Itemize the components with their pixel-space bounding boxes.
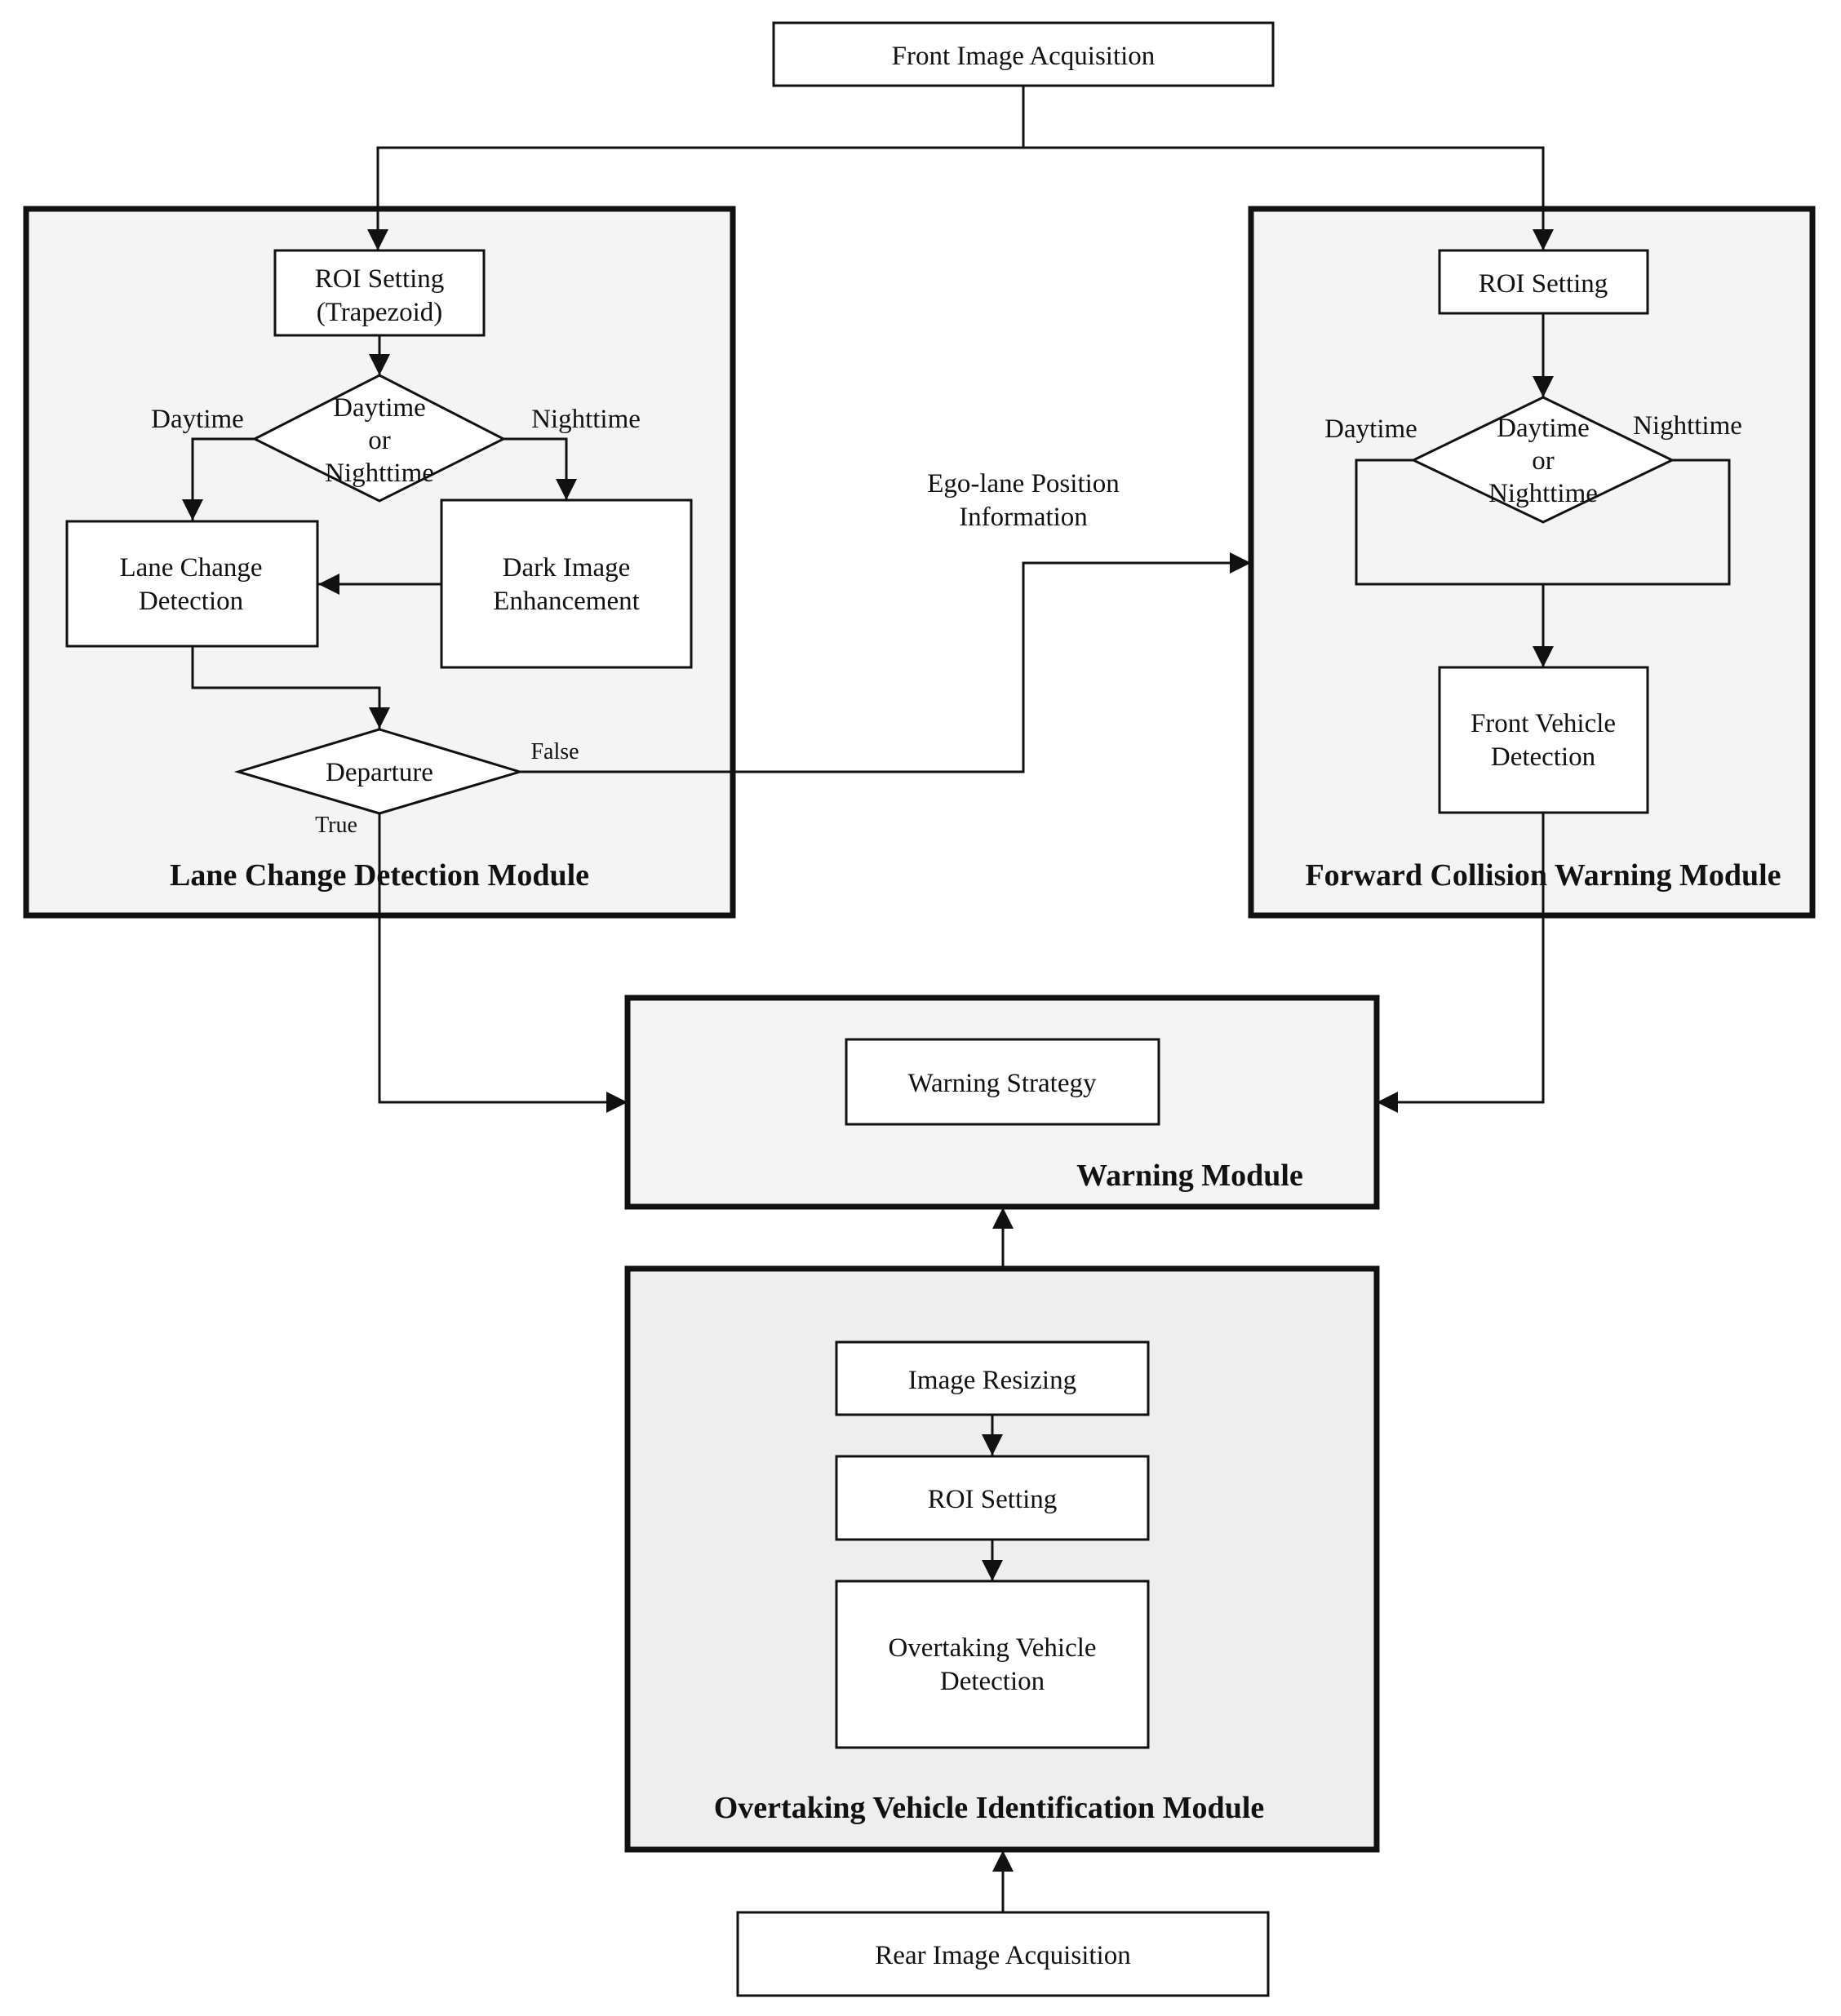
lane-change-detection-label-line1: Lane Change xyxy=(119,553,262,583)
edge-front-image-to-fcw-roi xyxy=(1023,146,1554,250)
dark-image-enhancement-box xyxy=(440,498,693,669)
warning-strategy-box xyxy=(845,1038,1160,1126)
fcw-nighttime-edge-label: Nighttime xyxy=(1633,411,1742,441)
lcd-daytime-edge-label: Daytime xyxy=(151,405,244,434)
front-image-acquisition-box xyxy=(772,21,1275,87)
edge-lcd-nighttime xyxy=(504,437,577,500)
departure-true-edge-label: True xyxy=(315,813,357,838)
overtaking-vehicle-detection-box xyxy=(835,1580,1150,1749)
edge-front-image-split xyxy=(367,86,1025,250)
fcw-daynight-label-line3: Nighttime xyxy=(1488,479,1598,508)
edge-lcd-daytime xyxy=(182,437,255,521)
image-resizing-box xyxy=(835,1340,1150,1416)
lcd-roi-setting-sublabel: (Trapezoid) xyxy=(317,298,443,327)
rear-image-acquisition-box xyxy=(736,1911,1270,1997)
warning-strategy-label: Warning Strategy xyxy=(907,1069,1097,1098)
lane-change-detection-label-line2: Detection xyxy=(139,587,243,616)
lcd-roi-setting-box xyxy=(273,249,486,337)
rear-image-acquisition-label: Rear Image Acquisition xyxy=(875,1941,1130,1970)
ovi-roi-setting-label: ROI Setting xyxy=(928,1485,1058,1514)
fcw-daynight-label-line2: or xyxy=(1532,446,1555,476)
ego-lane-label-line1: Ego-lane Position xyxy=(927,469,1120,498)
overtaking-vehicle-identification-module-title: Overtaking Vehicle Identification Module xyxy=(714,1791,1265,1825)
overtaking-vehicle-detection-label-line2: Detection xyxy=(940,1667,1045,1696)
overtaking-vehicle-detection-label-line1: Overtaking Vehicle xyxy=(888,1633,1096,1663)
edge-lane-change-to-departure xyxy=(191,647,390,729)
lcd-nighttime-edge-label: Nighttime xyxy=(531,405,641,434)
departure-label: Departure xyxy=(326,758,433,787)
ovi-roi-setting-box xyxy=(835,1455,1150,1541)
front-vehicle-detection-label-line2: Detection xyxy=(1491,742,1595,772)
fcw-daynight-label-line1: Daytime xyxy=(1497,414,1590,443)
edge-departure-false-to-fcw xyxy=(520,552,1251,773)
lcd-daynight-label-line3: Nighttime xyxy=(325,459,434,488)
ego-lane-label-line2: Information xyxy=(959,503,1088,532)
edge-departure-true-to-warning xyxy=(378,813,628,1113)
lcd-roi-setting-label: ROI Setting xyxy=(315,264,445,294)
lane-change-detection-box xyxy=(65,520,319,648)
fcw-daynight-decision xyxy=(1410,396,1675,524)
warning-module-title: Warning Module xyxy=(1076,1159,1303,1193)
lcd-daynight-label-line2: or xyxy=(368,426,391,455)
front-vehicle-detection-label-line1: Front Vehicle xyxy=(1471,709,1616,738)
departure-false-edge-label: False xyxy=(530,739,579,764)
fcw-roi-setting-label: ROI Setting xyxy=(1479,269,1608,299)
departure-decision xyxy=(233,728,525,815)
image-resizing-label: Image Resizing xyxy=(908,1366,1076,1395)
fcw-roi-setting-box xyxy=(1438,249,1649,315)
edge-front-vehicle-to-warning xyxy=(1377,813,1545,1113)
dark-image-enhancement-label-line2: Enhancement xyxy=(493,587,640,616)
lcd-daynight-decision xyxy=(251,374,507,503)
front-image-acquisition-label: Front Image Acquisition xyxy=(892,42,1156,71)
front-vehicle-detection-box xyxy=(1438,666,1649,814)
lcd-daynight-label-line1: Daytime xyxy=(333,393,426,423)
fcw-daytime-edge-label: Daytime xyxy=(1324,414,1417,444)
dark-image-enhancement-label-line1: Dark Image xyxy=(503,553,631,583)
forward-collision-warning-module-title: Forward Collision Warning Module xyxy=(1305,858,1781,893)
lane-change-detection-module-title: Lane Change Detection Module xyxy=(170,858,589,893)
